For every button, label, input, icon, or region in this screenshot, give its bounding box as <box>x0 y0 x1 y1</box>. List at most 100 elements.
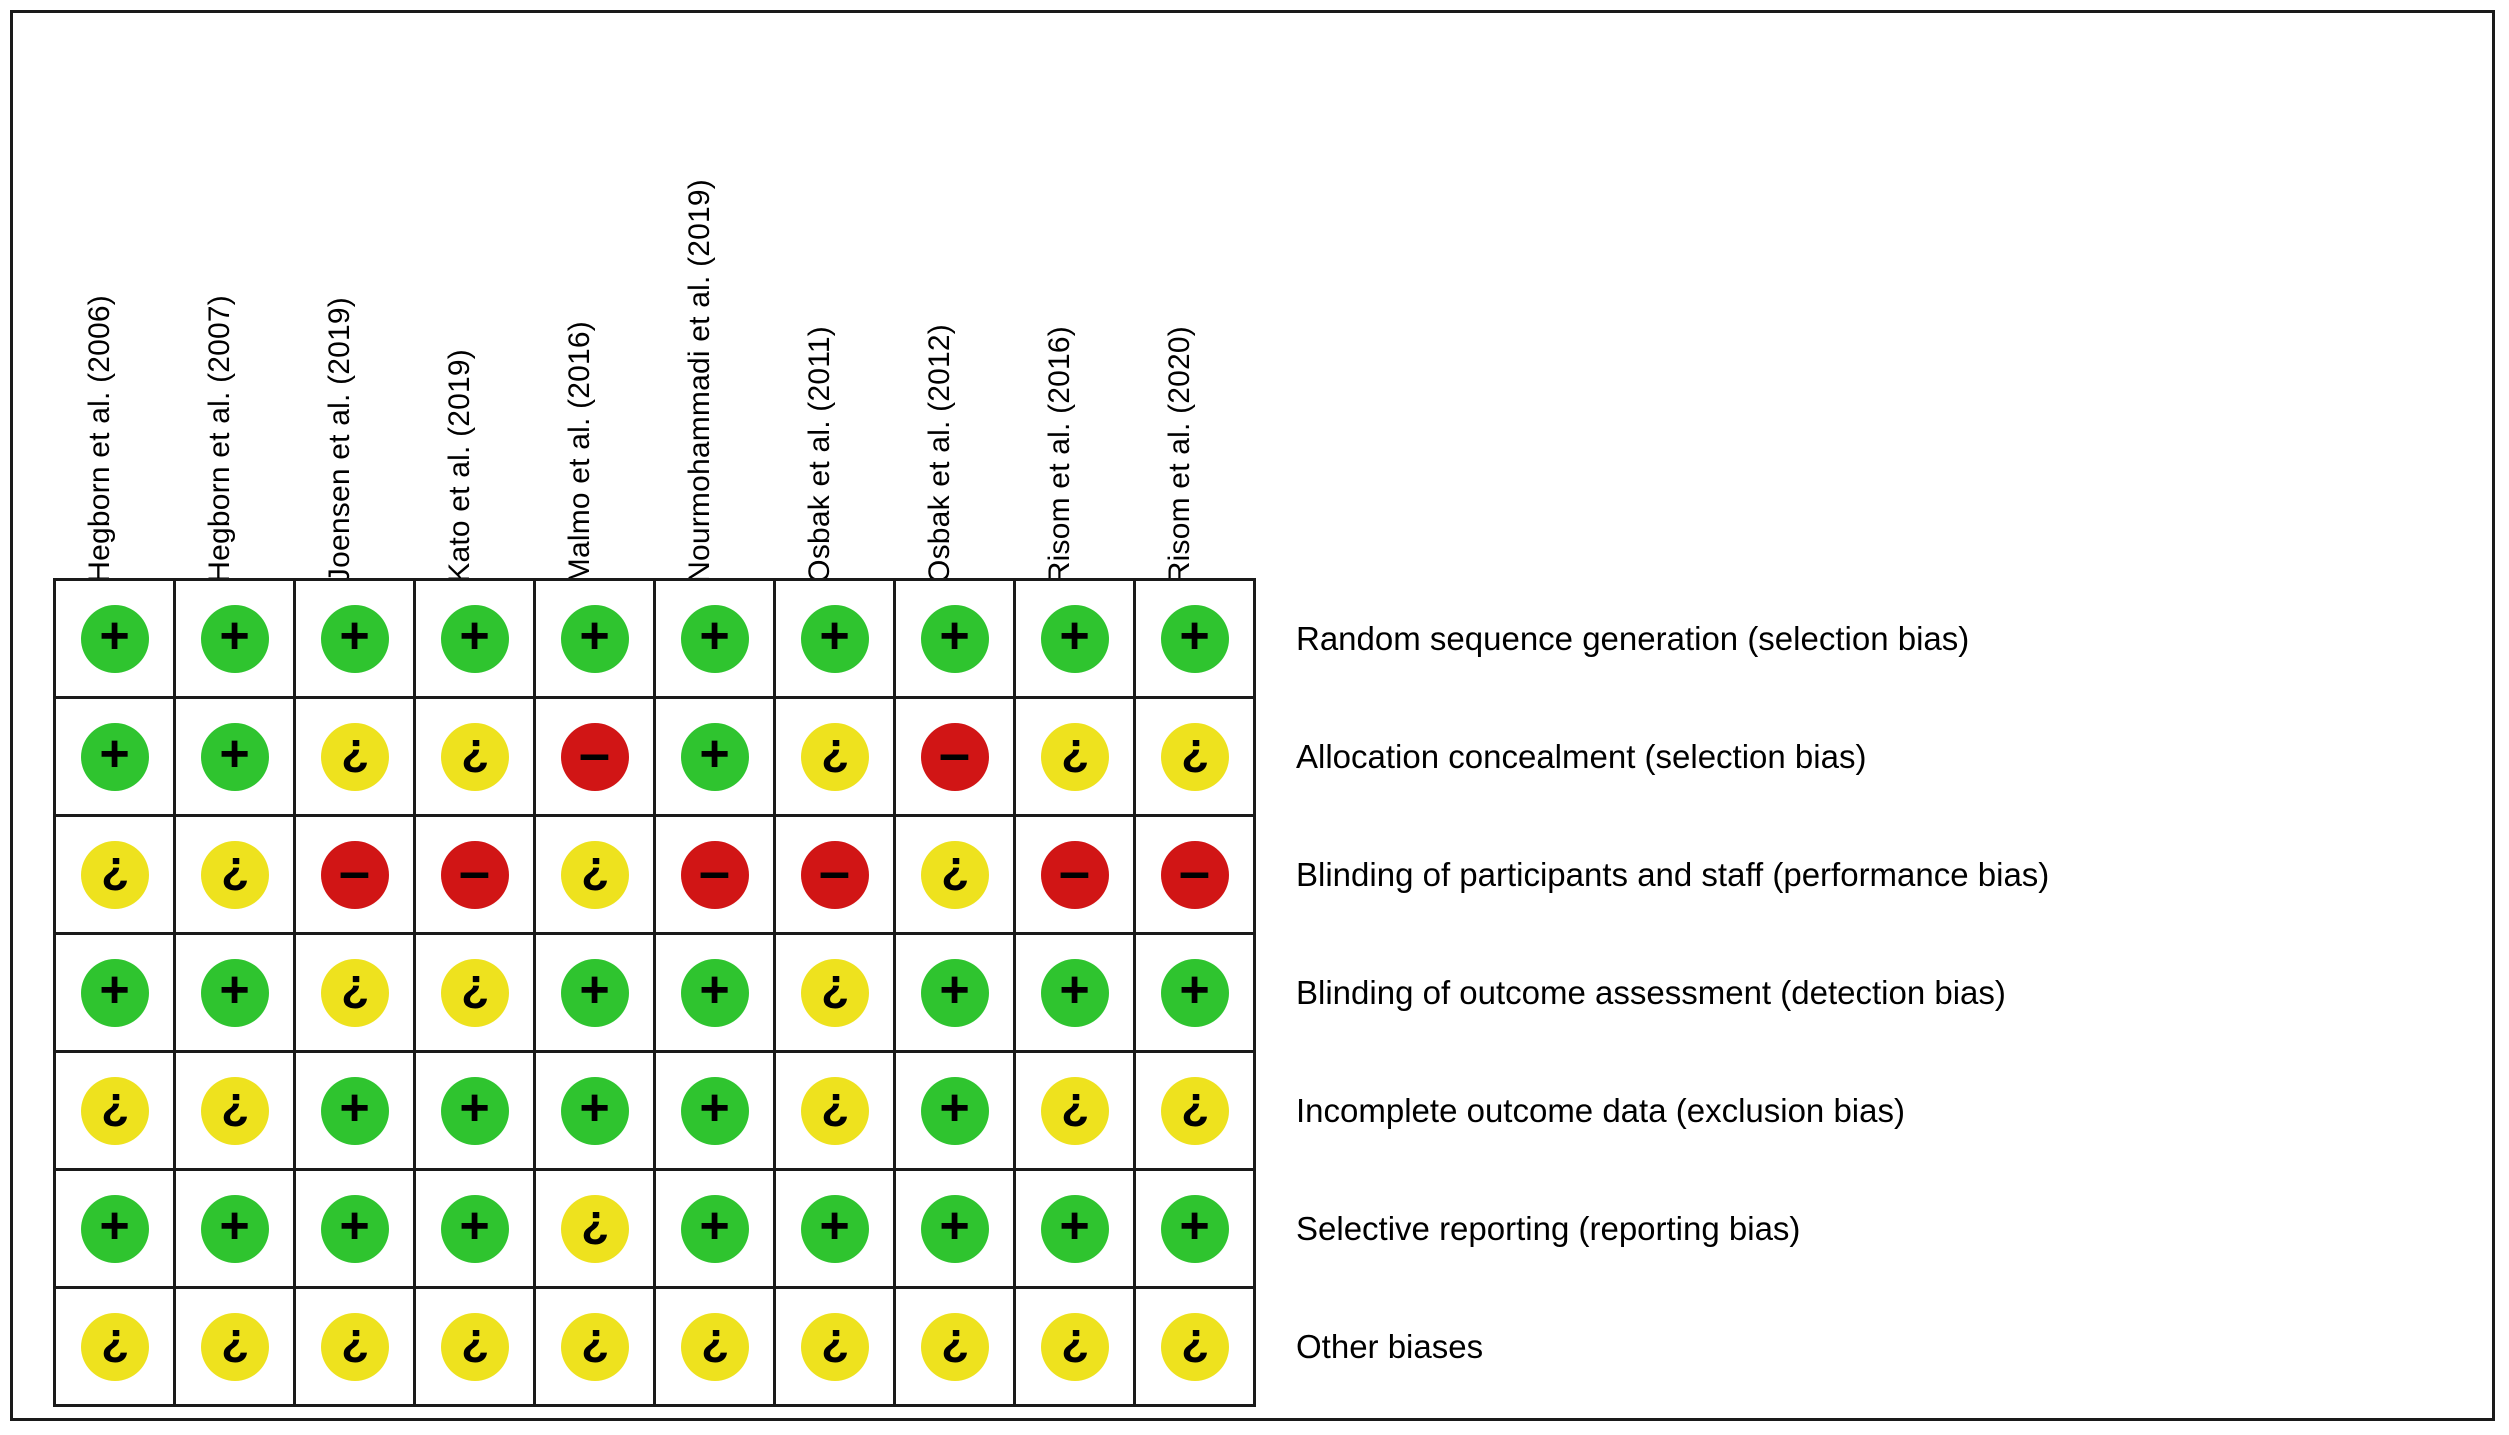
domain-label-6: Other biases <box>1296 1327 1484 1365</box>
risk-cell[interactable]: – <box>293 814 416 935</box>
risk-cell[interactable]: ? <box>53 814 176 935</box>
risk-cell[interactable]: – <box>533 696 656 817</box>
risk-cell[interactable]: + <box>53 696 176 817</box>
risk-cell[interactable]: + <box>1013 1168 1136 1289</box>
risk-cell[interactable]: + <box>773 578 896 699</box>
risk-cell[interactable]: ? <box>53 1050 176 1171</box>
risk-cell[interactable]: + <box>293 578 416 699</box>
risk-cell[interactable]: ? <box>1013 1286 1136 1407</box>
risk-cell[interactable]: ? <box>413 696 536 817</box>
judgement-glyph: + <box>219 724 250 783</box>
unclear-risk-of-bias-icon: ? <box>320 958 389 1027</box>
risk-cell[interactable]: ? <box>533 814 656 935</box>
risk-cell[interactable]: + <box>413 578 536 699</box>
high-risk-of-bias-icon: – <box>920 722 989 791</box>
risk-cell[interactable]: ? <box>293 696 416 817</box>
risk-cell[interactable]: + <box>653 1168 776 1289</box>
risk-cell[interactable]: ? <box>773 1050 896 1171</box>
unclear-risk-of-bias-icon: ? <box>1040 722 1109 791</box>
risk-cell[interactable]: ? <box>173 1050 296 1171</box>
risk-cell[interactable]: + <box>1133 578 1256 699</box>
risk-cell[interactable]: – <box>653 814 776 935</box>
risk-cell[interactable]: + <box>1133 932 1256 1053</box>
unclear-risk-of-bias-icon: ? <box>1040 1076 1109 1145</box>
high-risk-of-bias-icon: – <box>1040 840 1109 909</box>
domain-label-1: Allocation concealment (selection bias) <box>1296 737 1867 775</box>
risk-cell[interactable]: + <box>653 932 776 1053</box>
risk-cell[interactable]: + <box>173 578 296 699</box>
risk-cell[interactable]: ? <box>293 1286 416 1407</box>
risk-cell[interactable]: ? <box>173 814 296 935</box>
risk-cell[interactable]: ? <box>293 932 416 1053</box>
risk-cell[interactable]: + <box>893 1050 1016 1171</box>
risk-cell[interactable]: ? <box>1013 696 1136 817</box>
low-risk-of-bias-icon: + <box>320 1076 389 1145</box>
risk-cell[interactable]: + <box>173 932 296 1053</box>
risk-cell[interactable]: + <box>53 932 176 1053</box>
judgement-glyph: ? <box>460 729 489 782</box>
risk-cell[interactable]: + <box>653 1050 776 1171</box>
risk-cell[interactable]: – <box>413 814 536 935</box>
risk-cell[interactable]: – <box>1133 814 1256 935</box>
risk-cell[interactable]: + <box>653 696 776 817</box>
risk-cell[interactable]: ? <box>1133 1286 1256 1407</box>
risk-cell[interactable]: + <box>413 1050 536 1171</box>
risk-cell[interactable]: + <box>533 1050 656 1171</box>
risk-cell[interactable]: + <box>1013 578 1136 699</box>
risk-cell[interactable]: ? <box>653 1286 776 1407</box>
risk-cell[interactable]: ? <box>1013 1050 1136 1171</box>
risk-cell[interactable]: ? <box>893 1286 1016 1407</box>
risk-of-bias-grid-body: ++++++++++Random sequence generation (se… <box>53 578 2051 1407</box>
risk-cell[interactable]: ? <box>533 1286 656 1407</box>
low-risk-of-bias-icon: + <box>1160 604 1229 673</box>
unclear-risk-of-bias-icon: ? <box>80 840 149 909</box>
risk-cell[interactable]: – <box>773 814 896 935</box>
risk-cell[interactable]: – <box>1013 814 1136 935</box>
risk-cell[interactable]: + <box>1133 1168 1256 1289</box>
high-risk-of-bias-icon: – <box>1160 840 1229 909</box>
risk-cell[interactable]: + <box>773 1168 896 1289</box>
risk-cell[interactable]: + <box>293 1050 416 1171</box>
high-risk-of-bias-icon: – <box>320 840 389 909</box>
risk-cell[interactable]: + <box>533 932 656 1053</box>
judgement-glyph: ? <box>460 965 489 1018</box>
risk-cell[interactable]: + <box>533 578 656 699</box>
risk-cell[interactable]: ? <box>533 1168 656 1289</box>
row-label-cell: Allocation concealment (selection bias) <box>1255 698 2051 816</box>
risk-cell[interactable]: ? <box>773 1286 896 1407</box>
risk-cell[interactable]: ? <box>1133 1050 1256 1171</box>
risk-cell[interactable]: + <box>653 578 776 699</box>
risk-cell[interactable]: ? <box>173 1286 296 1407</box>
judgement-glyph: + <box>699 960 730 1019</box>
risk-cell[interactable]: + <box>293 1168 416 1289</box>
judgement-glyph: + <box>699 1078 730 1137</box>
risk-cell[interactable]: ? <box>413 1286 536 1407</box>
judgement-glyph: + <box>219 960 250 1019</box>
risk-cell[interactable]: + <box>893 932 1016 1053</box>
risk-cell[interactable]: ? <box>773 696 896 817</box>
risk-cell[interactable]: + <box>173 1168 296 1289</box>
unclear-risk-of-bias-icon: ? <box>80 1076 149 1145</box>
risk-cell[interactable]: ? <box>53 1286 176 1407</box>
risk-cell[interactable]: + <box>1013 932 1136 1053</box>
risk-cell[interactable]: + <box>413 1168 536 1289</box>
risk-cell[interactable]: ? <box>773 932 896 1053</box>
unclear-risk-of-bias-icon: ? <box>200 1312 269 1381</box>
risk-cell[interactable]: + <box>53 1168 176 1289</box>
low-risk-of-bias-icon: + <box>920 604 989 673</box>
risk-cell[interactable]: ? <box>413 932 536 1053</box>
risk-cell[interactable]: + <box>893 578 1016 699</box>
risk-cell[interactable]: – <box>893 696 1016 817</box>
unclear-risk-of-bias-icon: ? <box>680 1312 749 1381</box>
unclear-risk-of-bias-icon: ? <box>200 840 269 909</box>
judgement-glyph: + <box>1059 1196 1090 1255</box>
risk-cell[interactable]: ? <box>1133 696 1256 817</box>
risk-cell[interactable]: + <box>893 1168 1016 1289</box>
domain-label-2: Blinding of participants and staff (perf… <box>1296 855 2050 893</box>
risk-cell[interactable]: ? <box>893 814 1016 935</box>
judgement-glyph: ? <box>820 1083 849 1136</box>
low-risk-of-bias-icon: + <box>80 1194 149 1263</box>
risk-cell[interactable]: + <box>173 696 296 817</box>
risk-cell[interactable]: + <box>53 578 176 699</box>
low-risk-of-bias-icon: + <box>560 1076 629 1145</box>
